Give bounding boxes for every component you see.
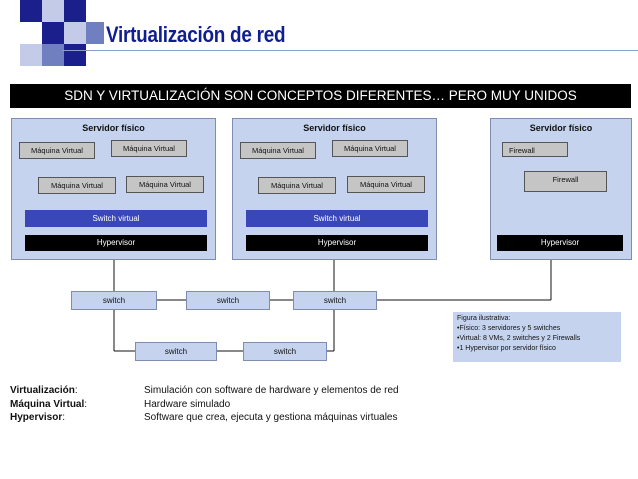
definition-desc: Simulación con software de hardware y el… bbox=[144, 385, 399, 396]
virtual-machine: Máquina Virtual bbox=[111, 140, 187, 157]
title-divider bbox=[62, 50, 638, 51]
virtual-machine: Máquina Virtual bbox=[126, 176, 204, 193]
firewall: Firewall bbox=[524, 171, 607, 192]
deco-square bbox=[64, 0, 86, 22]
definition-desc: Software que crea, ejecuta y gestiona má… bbox=[144, 412, 398, 423]
server-label: Servidor físico bbox=[529, 123, 593, 133]
note-line: •1 Hypervisor por servidor físico bbox=[457, 345, 556, 352]
deco-square bbox=[86, 22, 104, 44]
definition-term: Virtualización bbox=[10, 385, 75, 396]
server-label: Servidor físico bbox=[303, 123, 366, 133]
deco-square bbox=[64, 22, 86, 44]
physical-switch: switch bbox=[135, 342, 217, 361]
virtual-machine: Máquina Virtual bbox=[19, 142, 95, 159]
hypervisor: Hypervisor bbox=[246, 235, 428, 251]
virtual-switch: Switch virtual bbox=[25, 210, 207, 227]
note-title: Figura ilustrativa: bbox=[457, 315, 511, 322]
page-title: Virtualización de red bbox=[106, 22, 286, 47]
deco-square bbox=[42, 22, 64, 44]
deco-square bbox=[20, 0, 42, 22]
firewall: Firewall bbox=[502, 142, 568, 157]
deco-square bbox=[42, 0, 64, 22]
server-label: Servidor físico bbox=[82, 123, 145, 133]
virtual-machine: Máquina Virtual bbox=[38, 177, 116, 194]
deco-square bbox=[20, 44, 42, 66]
hypervisor: Hypervisor bbox=[497, 235, 623, 251]
note-line: •Virtual: 8 VMs, 2 switches y 2 Firewall… bbox=[457, 335, 581, 342]
note-line: •Físico: 3 servidores y 5 switches bbox=[457, 325, 561, 332]
virtual-machine: Máquina Virtual bbox=[258, 177, 336, 194]
virtual-machine: Máquina Virtual bbox=[240, 142, 316, 159]
hypervisor: Hypervisor bbox=[25, 235, 207, 251]
definition-term: Hypervisor bbox=[10, 412, 63, 423]
figure-note: Figura ilustrativa: •Físico: 3 servidore… bbox=[453, 312, 621, 362]
physical-switch: switch bbox=[71, 291, 157, 310]
definition-desc: Hardware simulado bbox=[144, 398, 231, 410]
definition-term: Máquina Virtual bbox=[10, 398, 85, 410]
virtual-switch: Switch virtual bbox=[246, 210, 428, 227]
deco-square bbox=[42, 44, 64, 66]
physical-switch: switch bbox=[243, 342, 327, 361]
virtual-machine: Máquina Virtual bbox=[332, 140, 408, 157]
physical-switch: switch bbox=[293, 291, 377, 310]
physical-switch: switch bbox=[186, 291, 270, 310]
deco-square bbox=[64, 44, 86, 66]
headline-banner: SDN Y VIRTUALIZACIÓN SON CONCEPTOS DIFER… bbox=[10, 84, 631, 108]
virtual-machine: Máquina Virtual bbox=[347, 176, 425, 193]
